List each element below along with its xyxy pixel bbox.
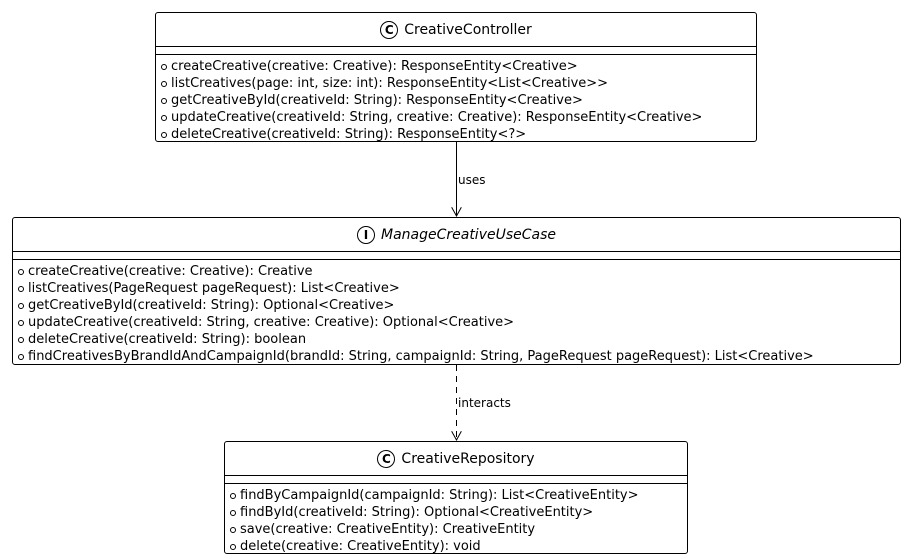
attributes-compartment	[13, 252, 900, 259]
method-row: createCreative(creative: Creative): Crea…	[18, 263, 900, 280]
class-header: I ManageCreativeUseCase	[13, 218, 900, 251]
method-signature: findCreativesByBrandIdAndCampaignId(bran…	[28, 349, 814, 364]
method-signature: createCreative(creative: Creative): Resp…	[171, 59, 578, 74]
interface-stereotype-icon: I	[356, 225, 375, 244]
method-row: delete(creative: CreativeEntity): void	[230, 538, 687, 555]
class-header: C CreativeController	[156, 13, 756, 46]
public-visibility-icon	[230, 543, 236, 550]
method-row: findById(creativeId: String): Optional<C…	[230, 504, 687, 521]
class-stereotype-icon: C	[377, 449, 396, 468]
method-row: listCreatives(PageRequest pageRequest): …	[18, 280, 900, 297]
method-signature: updateCreative(creativeId: String, creat…	[28, 315, 515, 330]
method-row: findCreativesByBrandIdAndCampaignId(bran…	[18, 348, 900, 365]
public-visibility-icon	[161, 63, 167, 70]
class-name: CreativeController	[404, 21, 532, 38]
method-row: listCreatives(page: int, size: int): Res…	[161, 75, 756, 92]
method-signature: getCreativeById(creativeId: String): Opt…	[28, 298, 395, 313]
method-signature: findByCampaignId(campaignId: String): Li…	[240, 488, 639, 503]
public-visibility-icon	[230, 526, 236, 533]
methods-divider	[156, 54, 756, 55]
methods-list: createCreative(creative: Creative): Crea…	[13, 260, 900, 365]
methods-divider	[13, 259, 900, 260]
method-row: updateCreative(creativeId: String, creat…	[18, 314, 900, 331]
methods-divider	[225, 483, 687, 484]
method-row: getCreativeById(creativeId: String): Opt…	[18, 297, 900, 314]
class-name: ManageCreativeUseCase	[380, 226, 557, 243]
public-visibility-icon	[18, 302, 24, 309]
method-row: createCreative(creative: Creative): Resp…	[161, 58, 756, 75]
public-visibility-icon	[230, 492, 236, 499]
method-row: getCreativeById(creativeId: String): Res…	[161, 92, 756, 109]
public-visibility-icon	[18, 336, 24, 343]
public-visibility-icon	[230, 509, 236, 516]
public-visibility-icon	[18, 268, 24, 275]
method-row: updateCreative(creativeId: String, creat…	[161, 109, 756, 126]
method-signature: save(creative: CreativeEntity): Creative…	[240, 522, 536, 537]
public-visibility-icon	[161, 114, 167, 121]
attributes-compartment	[156, 47, 756, 54]
edge-label-interacts: interacts	[458, 396, 511, 410]
public-visibility-icon	[18, 285, 24, 292]
method-signature: deleteCreative(creativeId: String): Resp…	[171, 127, 527, 142]
attributes-divider	[13, 251, 900, 252]
method-row: deleteCreative(creativeId: String): bool…	[18, 331, 900, 348]
public-visibility-icon	[161, 80, 167, 87]
method-signature: createCreative(creative: Creative): Crea…	[28, 264, 313, 279]
class-creative-repository[interactable]: C CreativeRepository findByCampaignId(ca…	[224, 441, 688, 554]
methods-list: findByCampaignId(campaignId: String): Li…	[225, 484, 687, 555]
edge-label-uses: uses	[458, 173, 486, 187]
attributes-compartment	[225, 476, 687, 483]
method-row: save(creative: CreativeEntity): Creative…	[230, 521, 687, 538]
class-header: C CreativeRepository	[225, 442, 687, 475]
method-signature: deleteCreative(creativeId: String): bool…	[28, 332, 307, 347]
class-stereotype-icon: C	[380, 20, 399, 39]
methods-list: createCreative(creative: Creative): Resp…	[156, 55, 756, 143]
method-row: deleteCreative(creativeId: String): Resp…	[161, 126, 756, 143]
attributes-divider	[225, 475, 687, 476]
public-visibility-icon	[161, 97, 167, 104]
method-signature: updateCreative(creativeId: String, creat…	[171, 110, 703, 125]
method-signature: listCreatives(PageRequest pageRequest): …	[28, 281, 400, 296]
method-signature: getCreativeById(creativeId: String): Res…	[171, 93, 583, 108]
method-signature: findById(creativeId: String): Optional<C…	[240, 505, 594, 520]
public-visibility-icon	[161, 131, 167, 138]
class-creative-controller[interactable]: C CreativeController createCreative(crea…	[155, 12, 757, 142]
class-name: CreativeRepository	[401, 450, 535, 467]
public-visibility-icon	[18, 319, 24, 326]
attributes-divider	[156, 46, 756, 47]
method-signature: listCreatives(page: int, size: int): Res…	[171, 76, 609, 91]
public-visibility-icon	[18, 353, 24, 360]
interface-manage-creative-use-case[interactable]: I ManageCreativeUseCase createCreative(c…	[12, 217, 901, 365]
method-signature: delete(creative: CreativeEntity): void	[240, 539, 481, 554]
method-row: findByCampaignId(campaignId: String): Li…	[230, 487, 687, 504]
